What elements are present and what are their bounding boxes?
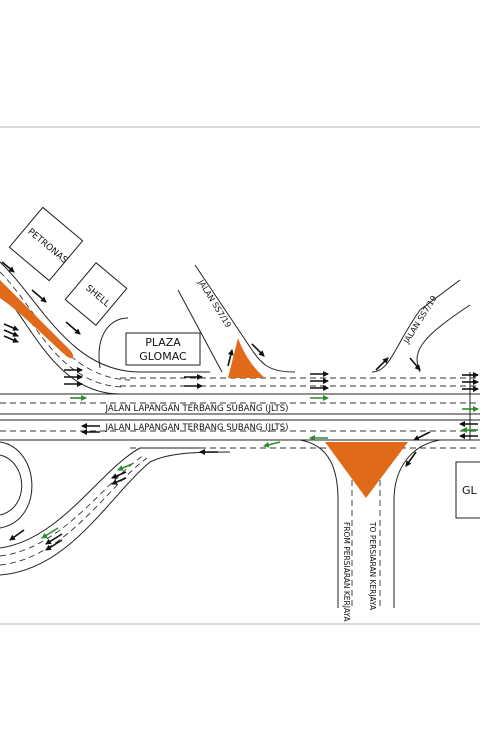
jlts-main-road <box>0 377 480 449</box>
jlts-lower-label: JALAN LAPANGAN TERBANG SUBANG (JLTS) <box>105 423 289 433</box>
jlts-upper-label: JALAN LAPANGAN TERBANG SUBANG (JLTS) <box>105 404 289 414</box>
arrow <box>3 323 19 331</box>
glomac-label: GLOMAC <box>139 350 187 363</box>
proposed-traffic-arrows <box>41 395 479 539</box>
ss7-19-left-road <box>177 264 296 373</box>
arrow <box>227 349 234 367</box>
plaza-label: PLAZA <box>145 336 181 349</box>
arrow <box>45 539 63 551</box>
left-ramp-island <box>0 280 74 359</box>
persiaran-kerjaya-roads <box>299 439 441 608</box>
petronas-building <box>8 206 84 282</box>
arrow <box>405 451 417 467</box>
plaza-glomac-building <box>125 332 201 366</box>
ss7-19-left-label: JALAN SS7/19 <box>196 277 233 329</box>
to-persiaran-label: TO PERSIARAN KERJAYA <box>368 521 377 611</box>
left-lower-ramp <box>0 441 231 576</box>
right-building-label: GL <box>462 484 478 497</box>
arrow <box>111 471 127 479</box>
arrow <box>117 463 133 471</box>
from-persiaran-label: FROM PERSIARAN KERJAYA <box>342 522 351 622</box>
arrow <box>9 529 25 541</box>
arrow <box>263 441 281 448</box>
arrow <box>1 261 15 273</box>
persiaran-island <box>325 442 408 498</box>
ss7-19-right-label: JALAN SS7/19 <box>402 294 439 346</box>
arrow <box>251 343 265 357</box>
arrow <box>31 289 47 303</box>
arrow <box>375 357 389 371</box>
arrow <box>3 335 19 343</box>
arrow <box>111 477 127 485</box>
existing-traffic-arrows <box>1 261 479 551</box>
shell-building <box>64 262 128 326</box>
arrow <box>413 431 431 441</box>
arrow <box>3 329 19 337</box>
arrow <box>409 357 421 371</box>
ss7-19-island <box>228 338 265 378</box>
arrow <box>65 321 81 335</box>
arrow <box>45 533 63 545</box>
right-building <box>455 461 480 519</box>
arrow <box>41 527 59 539</box>
